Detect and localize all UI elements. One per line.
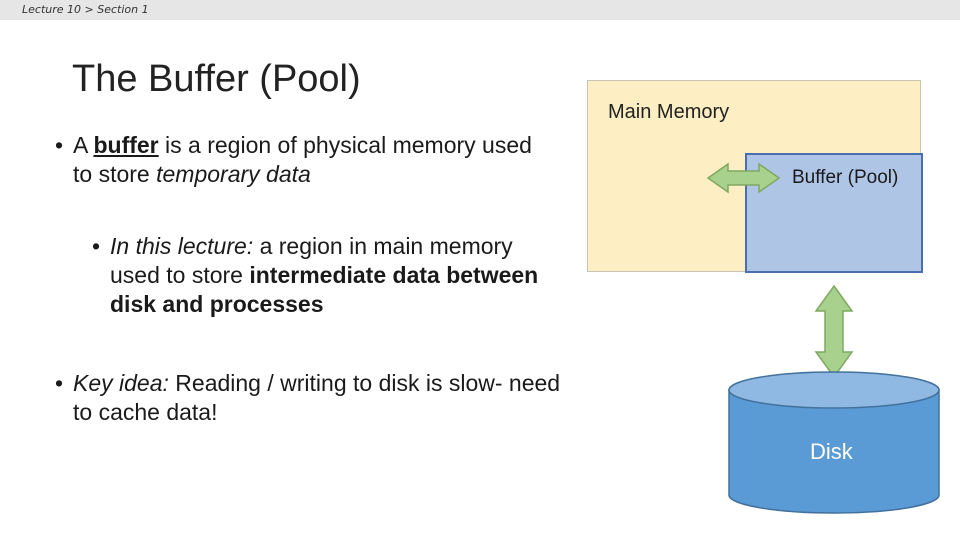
bullet-dot: •: [55, 132, 64, 158]
main-memory-label: Main Memory: [608, 101, 730, 123]
horizontal-double-arrow: [706, 162, 781, 194]
slide-title: The Buffer (Pool): [72, 58, 361, 100]
disk-label: Disk: [810, 439, 853, 464]
buffer-pool-label: Buffer (Pool): [792, 167, 899, 188]
vertical-double-arrow: [814, 284, 854, 379]
bullet-buffer-definition: •A buffer is a region of physical memory…: [55, 132, 532, 187]
bullet-key-idea: •Key idea: Reading / writing to disk is …: [55, 370, 561, 425]
bullet-this-lecture: •In this lecture: a region in main memor…: [92, 233, 539, 317]
disk-cylinder-icon: [728, 371, 940, 514]
term-buffer: buffer: [93, 132, 159, 158]
bullet-dot: •: [55, 370, 64, 396]
buffer-pool-box: [745, 153, 923, 273]
breadcrumb: Lecture 10 > Section 1: [22, 3, 149, 16]
header-bar: Lecture 10 > Section 1: [0, 0, 960, 20]
bullet-dot: •: [92, 233, 101, 259]
